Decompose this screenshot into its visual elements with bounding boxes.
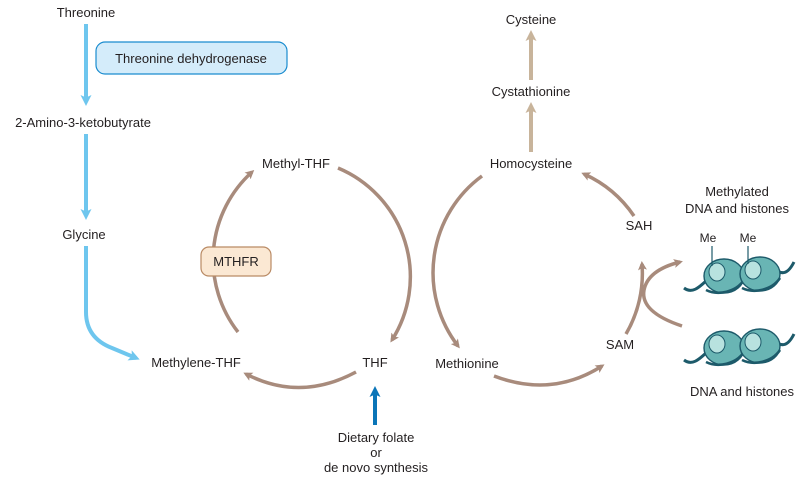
methionine-label: Methionine [435,356,499,371]
dietary-or-label: or [370,445,382,460]
arrow-thf-to-methylene-thf [243,370,357,390]
sam-label: SAM [606,337,634,352]
me-label-2: Me [740,231,757,245]
methyl-thf-label: Methyl-THF [262,156,330,171]
thf-label: THF [362,355,387,370]
nucleosome-icon [703,258,746,294]
mthfr-label: MTHFR [213,254,259,269]
sah-label: SAH [626,218,653,233]
cystathionine-label: Cystathionine [492,84,571,99]
dietary-folate-label: Dietary folate [338,430,415,445]
threonine-label: Threonine [57,5,116,20]
threonine-dehydrogenase-box [95,41,288,75]
threonine-dehydrogenase-label: Threonine dehydrogenase [115,51,267,66]
methylated-nucleosomes [683,246,796,294]
mthfr-box [200,246,272,277]
dna-histones-label: DNA and histones [690,384,795,399]
nucleosome-icon [739,328,782,364]
cysteine-label: Cysteine [506,12,557,27]
arrow-glycine-to-methylene-thf [84,246,140,361]
de-novo-synthesis-label: de novo synthesis [324,460,429,475]
methylated-label: Methylated [705,184,769,199]
arrow-homocysteine-to-methionine [431,174,484,349]
ketobutyrate-label: 2-Amino-3-ketobutyrate [15,115,151,130]
nucleosome-icon [703,330,746,366]
arrow-methionine-to-sam [493,364,605,387]
homocysteine-label: Homocysteine [490,156,572,171]
arrow-sah-to-homocysteine [581,172,636,217]
unmethylated-nucleosomes [683,328,796,366]
nucleosome-icon [739,256,782,292]
me-label-1: Me [700,231,717,245]
methylene-thf-label: Methylene-THF [151,355,241,370]
methylated-dna-histones-label: DNA and histones [685,201,790,216]
arrow-methyl-thf-to-thf [337,166,413,343]
arrow-sam-to-methylated-dna [641,259,683,328]
glycine-label: Glycine [62,227,105,242]
arrow-sam-to-sah [624,261,647,335]
